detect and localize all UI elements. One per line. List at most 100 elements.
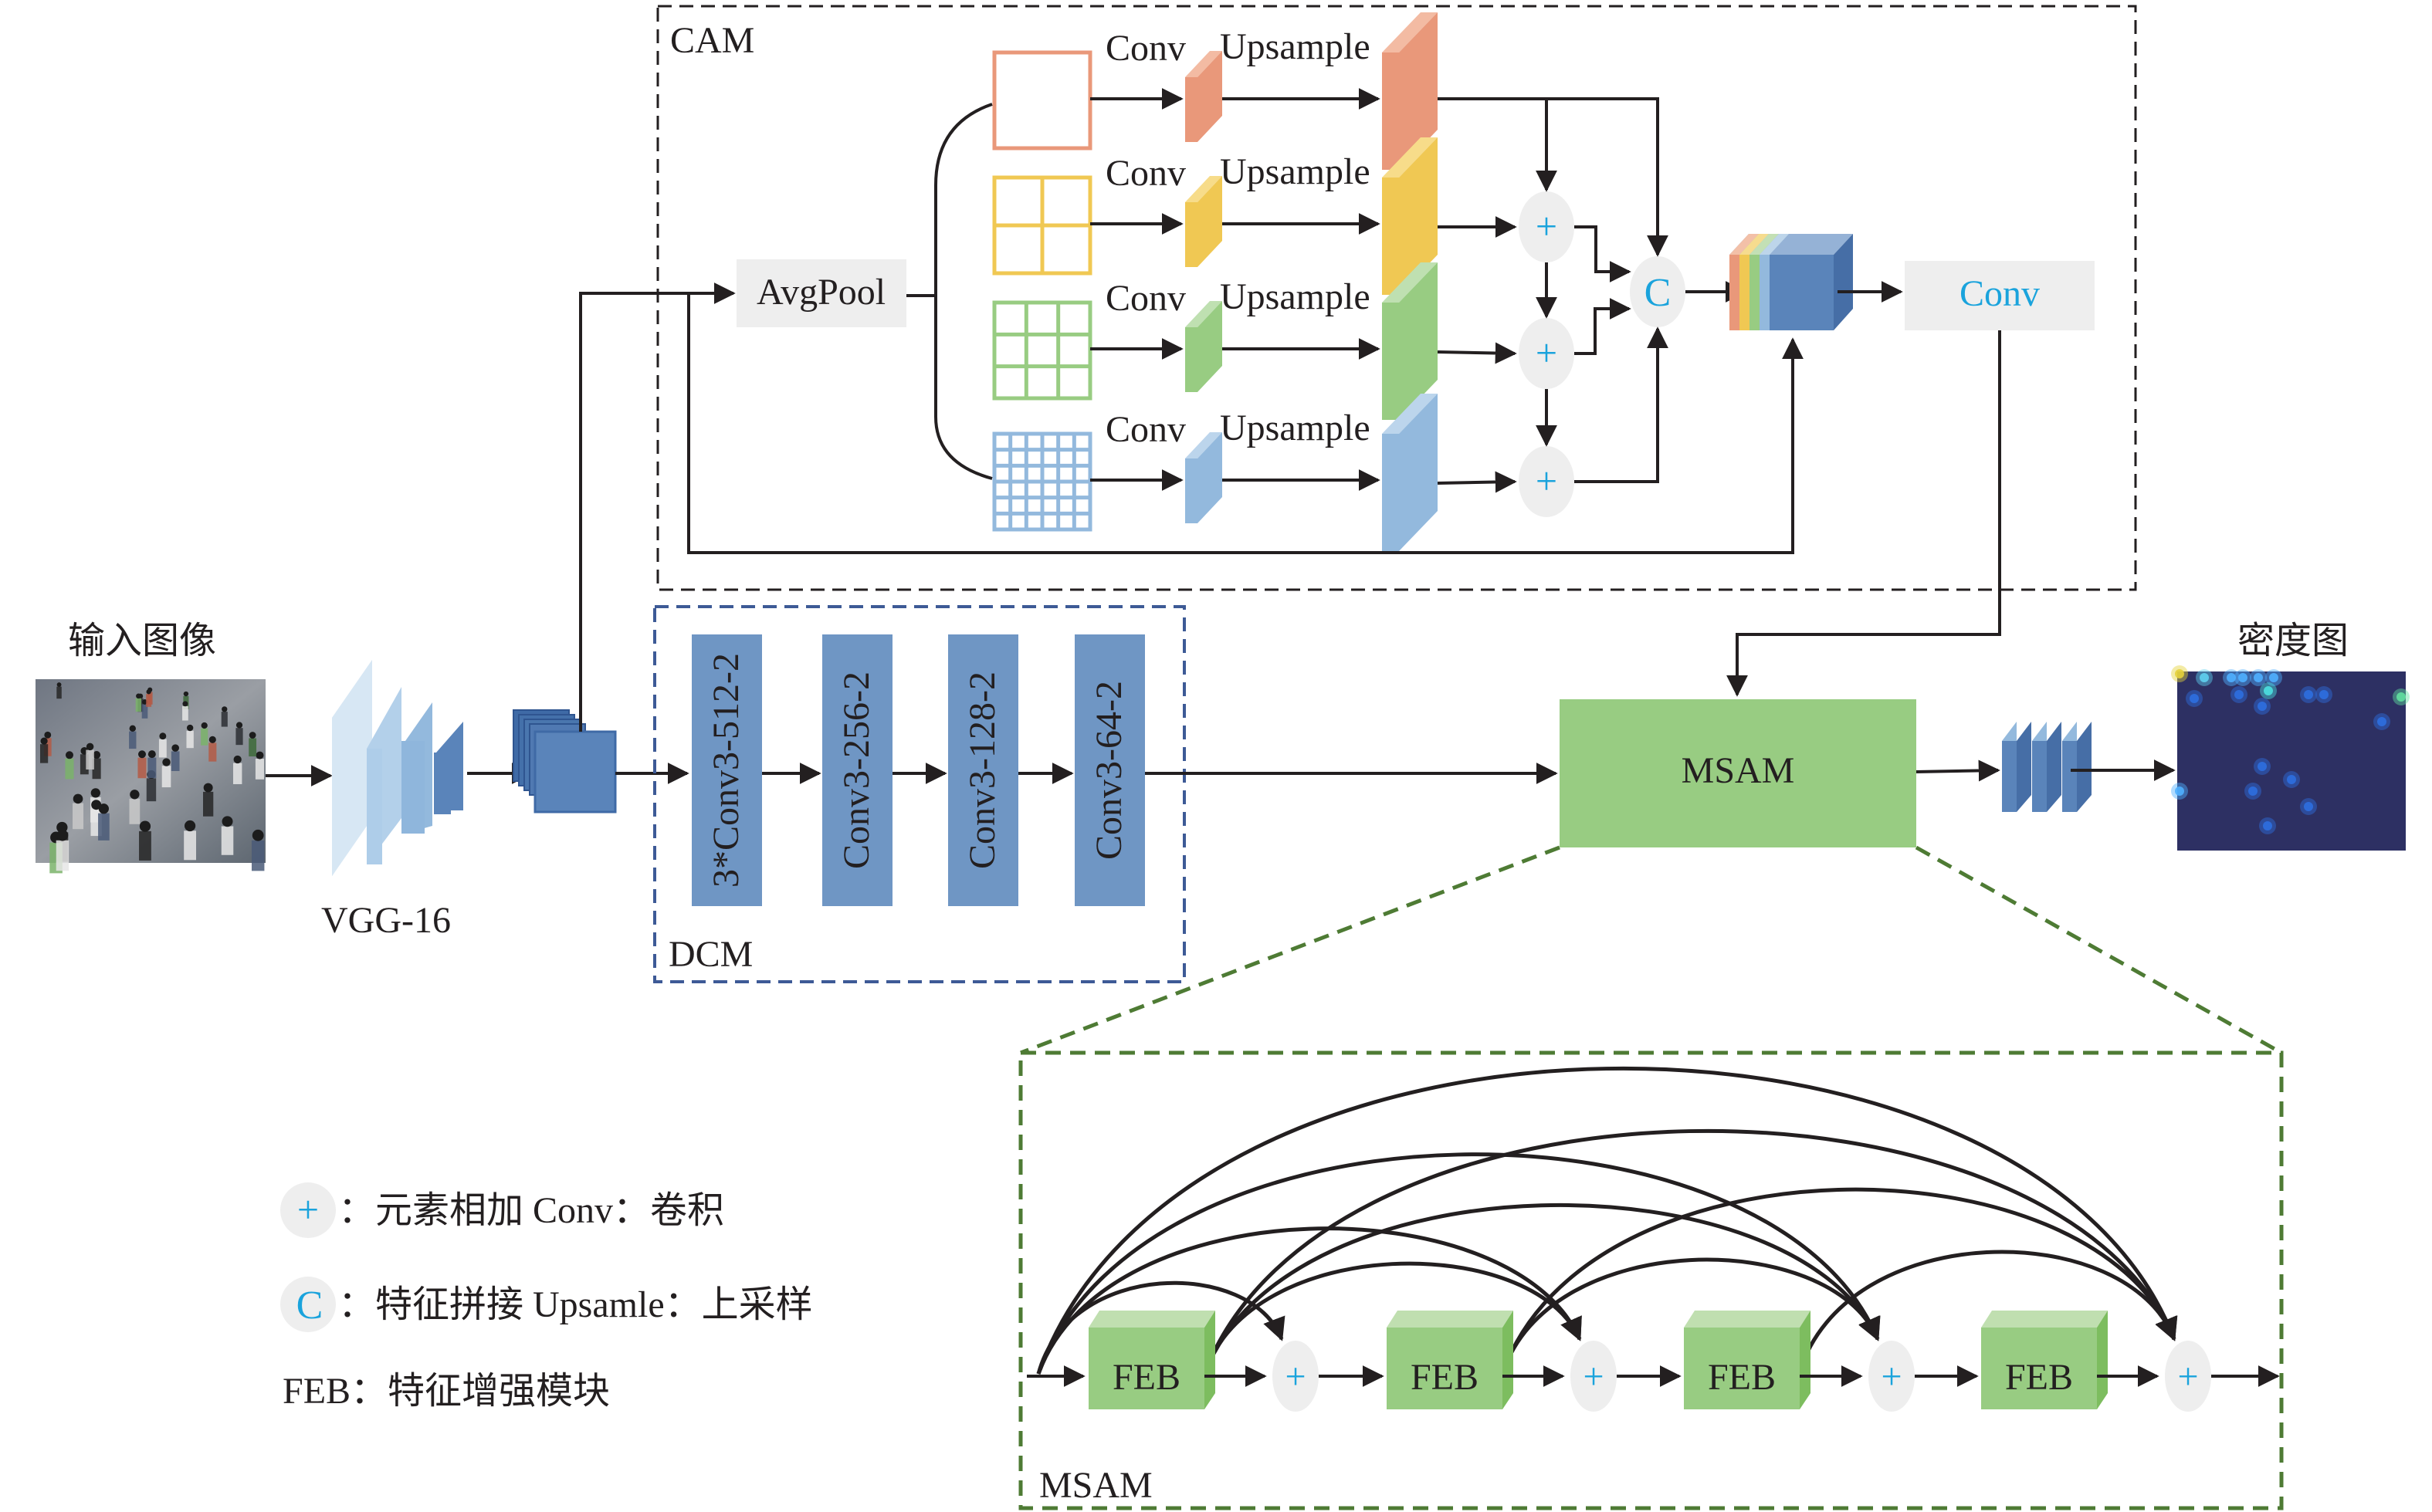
arrow-msam-to-head (1915, 759, 2000, 782)
cam-output-conv-block (1905, 261, 2095, 330)
dcm-layer-4: Conv3-64-2 (1075, 634, 1145, 906)
legend-concat-symbol: C (296, 1284, 323, 1328)
pooling-grid-3x3 (992, 300, 1092, 401)
msam-box (1560, 699, 1916, 847)
add-node-2 (1519, 318, 1574, 389)
density-map-image (2177, 671, 2406, 851)
upsampled-feature-slab (1382, 137, 1438, 295)
skip-connection-arc (1797, 1250, 2178, 1375)
conv-label: Conv (1106, 409, 1186, 450)
msam-add-node-3: + (1868, 1341, 1915, 1412)
arrow-add3-to-concat (1574, 326, 1668, 483)
legend: + ：元素相加 Conv：卷积 C ：特征拼接 Upsamle：上采样 FEB：… (280, 1182, 813, 1412)
dcm-layer-3: Conv3-128-2 (948, 634, 1074, 906)
skip-connection-arc (1202, 1202, 1880, 1375)
skip-connection-arc (1036, 1226, 1582, 1375)
zoom-line-right (1915, 845, 2283, 1055)
add-symbol: + (1583, 1356, 1604, 1397)
add-node-1 (1519, 191, 1574, 262)
dcm-layer-label: Conv3-128-2 (962, 671, 1003, 869)
add-symbol: + (1881, 1356, 1902, 1397)
msam-label: MSAM (1682, 750, 1795, 791)
feb-block-2: FEB (1387, 1311, 1513, 1409)
concat-symbol: C (1644, 271, 1672, 315)
skip-connection-arc (1036, 1066, 2178, 1375)
density-map-label: 密度图 (2237, 621, 2349, 661)
zoom-line-left (1020, 845, 1560, 1055)
vgg16-label: VGG-16 (321, 900, 451, 941)
legend-item-concat: C ：特征拼接 Upsamle：上采样 (280, 1277, 813, 1332)
input-section: 输入图像 (36, 621, 333, 874)
msam-detail: MSAM FEB + FEB + FEB + FEB + (1018, 1050, 2284, 1510)
add-symbol: + (2177, 1356, 2198, 1397)
upsampled-feature-slab (1382, 262, 1438, 420)
cam-branch-4: Conv Upsample (992, 394, 1517, 551)
pooling-grid-1x1 (992, 50, 1092, 151)
vgg16-backbone: VGG-16 (321, 660, 533, 941)
feb-label: FEB (2005, 1357, 2073, 1398)
upsample-label: Upsample (1220, 151, 1370, 192)
arrow-branch1-to-concat (1438, 97, 1668, 257)
msam-detail-title: MSAM (1039, 1465, 1153, 1506)
dcm-layer-label: Conv3-64-2 (1089, 681, 1130, 860)
cam-title: CAM (670, 20, 754, 61)
pooling-grid-2x2 (992, 175, 1092, 276)
arrow-features-to-avgpool (579, 282, 736, 732)
feb-label: FEB (1708, 1357, 1776, 1398)
avgpool-branch-bracket (906, 103, 993, 480)
upsampled-feature-slab (1382, 12, 1438, 170)
skip-connection-arc (1500, 1187, 2177, 1375)
add-symbol: + (1536, 459, 1557, 502)
arrow-add2-to-concat (1574, 298, 1631, 355)
feb-label: FEB (1113, 1357, 1180, 1398)
conv-feature-slab (1185, 51, 1222, 142)
arrow-skip-to-concat-cube (687, 293, 1804, 554)
dcm-layer-2: Conv3-256-2 (822, 634, 947, 906)
upsampled-feature-slab (1382, 394, 1438, 551)
conv-label: Conv (1106, 153, 1186, 194)
add-symbol: + (1536, 331, 1557, 374)
dcm-module: DCM 3*Conv3-512-2 Conv3-256-2 Conv3-128-2 C… (653, 605, 1558, 983)
add-symbol: + (1285, 1356, 1306, 1397)
feb-block-1: FEB (1089, 1311, 1215, 1409)
msam-detail-border (1018, 1050, 2284, 1510)
dcm-border (653, 605, 1186, 983)
dcm-title: DCM (669, 934, 753, 975)
feb-label: FEB (1411, 1357, 1479, 1398)
input-image-label: 输入图像 (68, 621, 216, 661)
msam-add-node-1: + (1272, 1341, 1319, 1412)
add-icon (280, 1182, 336, 1238)
skip-connection-arc (1036, 1152, 1881, 1375)
dcm-layer-label: 3*Conv3-512-2 (706, 653, 747, 888)
feb-block-4: FEB (1981, 1311, 2108, 1409)
concatenated-feature-cube (1729, 234, 1903, 330)
legend-add-text: ：元素相加 Conv：卷积 (338, 1190, 724, 1231)
avgpool-block (737, 259, 906, 327)
legend-feb-text: FEB：特征增强模块 (283, 1371, 610, 1412)
feb-block-3: FEB (1684, 1311, 1810, 1409)
cam-branch-2: Conv Upsample (992, 137, 1517, 295)
legend-item-add: + ：元素相加 Conv：卷积 (280, 1182, 724, 1238)
conv-feature-slab (1185, 176, 1222, 267)
skip-connection-arc (1500, 1257, 1881, 1375)
msam-block: MSAM (1020, 699, 2283, 1055)
upsample-label: Upsample (1220, 276, 1370, 317)
arrow-cam-to-msam (1726, 330, 2001, 697)
pooling-grid-6x6 (992, 431, 1092, 532)
conv-label: Conv (1106, 28, 1186, 69)
cam-fusion: + + + C (1438, 97, 1747, 517)
msam-add-node-4: + (2165, 1341, 2211, 1412)
avgpool-label: AvgPool (757, 272, 886, 313)
arrow-add1-to-concat (1574, 225, 1631, 282)
cam-border (656, 5, 2137, 591)
add-symbol: + (1536, 205, 1557, 248)
legend-add-symbol: + (297, 1188, 319, 1231)
skip-connection-arc (1202, 1128, 2177, 1375)
upsample-label: Upsample (1220, 408, 1370, 448)
concat-node (1630, 256, 1685, 327)
dcm-layer-label: Conv3-256-2 (836, 671, 877, 869)
